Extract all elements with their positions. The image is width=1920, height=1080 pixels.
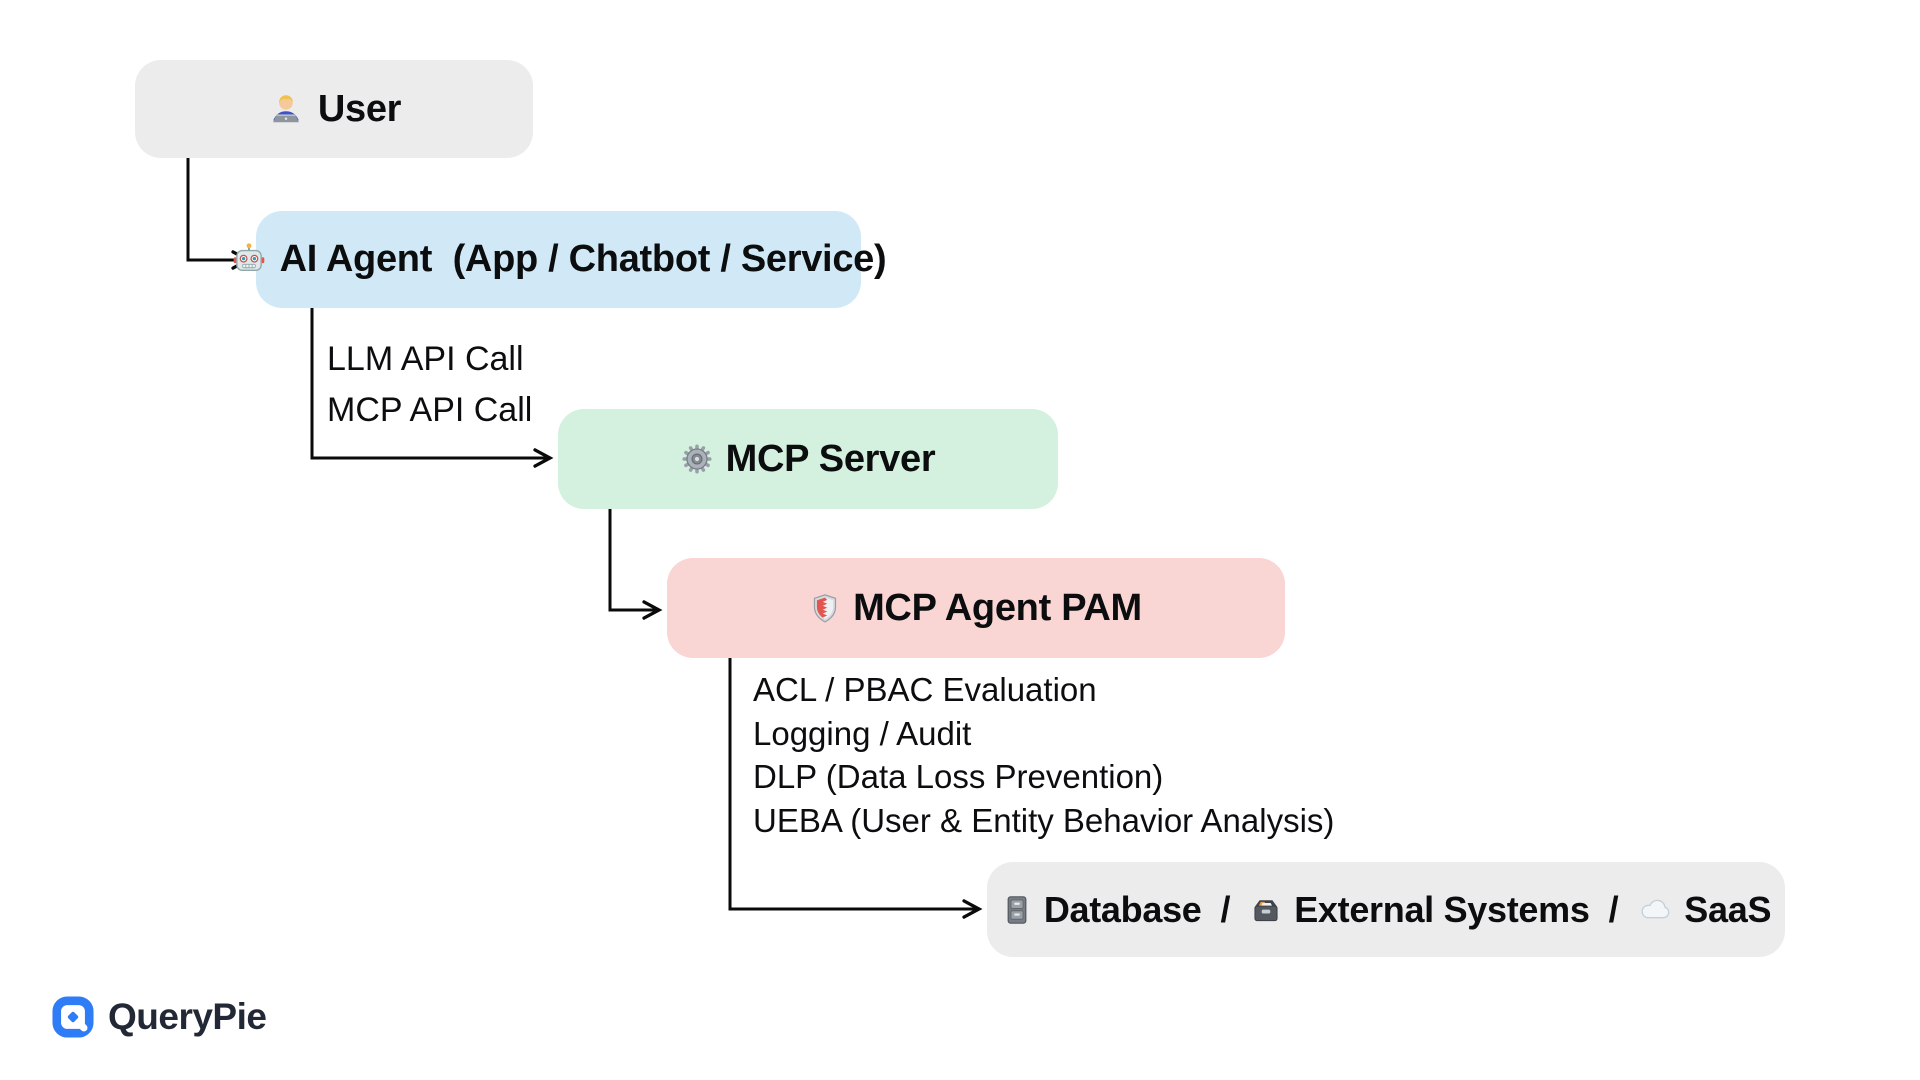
destination-separator: /: [1608, 888, 1619, 930]
gear-icon: [681, 443, 713, 475]
node-mcp-agent-pam: MCP Agent PAM: [667, 558, 1285, 658]
cloud-icon: [1637, 892, 1673, 928]
node-destinations: Database / External Systems / SaaS: [987, 862, 1785, 957]
node-destination-external-systems-label: External Systems: [1294, 888, 1590, 930]
node-mcp-agent-pam-label: MCP Agent PAM: [853, 586, 1142, 629]
shield-icon: [810, 593, 840, 623]
node-mcp-server: MCP Server: [558, 409, 1058, 509]
destination-separator: /: [1220, 888, 1231, 930]
node-mcp-server-label: MCP Server: [725, 437, 936, 480]
node-destination-saas-label: SaaS: [1684, 888, 1772, 930]
pam-capability-acl-pbac: ACL / PBAC Evaluation: [753, 671, 1097, 708]
node-ai-agent-label: AI Agent (App / Chatbot / Service): [279, 238, 887, 280]
node-user: User: [135, 60, 533, 158]
edge-label-llm-api-call: LLM API Call: [327, 340, 524, 378]
man-technologist-icon: [267, 90, 305, 128]
file-cabinet-icon: [1001, 894, 1033, 926]
node-user-label: User: [317, 87, 402, 130]
querypie-logo: QueryPie: [52, 996, 267, 1038]
querypie-brand-text: QueryPie: [108, 996, 267, 1037]
querypie-logo-icon: [52, 996, 94, 1038]
ai-to-mcp-edge-labels: LLM API Call MCP API Call: [327, 334, 532, 436]
pam-capability-ueba: UEBA (User & Entity Behavior Analysis): [753, 801, 1335, 839]
node-destination-database-label: Database: [1043, 888, 1202, 930]
pam-capability-logging-audit: Logging / Audit: [753, 714, 972, 752]
pam-capability-labels: ACL / PBAC Evaluation Logging / Audit DL…: [753, 668, 1334, 842]
arrow-mcp-server-to-pam: [608, 509, 663, 620]
node-ai-agent: AI Agent (App / Chatbot / Service): [233, 211, 887, 308]
robot-icon: [231, 242, 267, 278]
edge-label-mcp-api-call: MCP API Call: [327, 391, 533, 429]
pam-capability-dlp: DLP (Data Loss Prevention): [753, 758, 1164, 795]
card-file-box-icon: [1249, 893, 1283, 927]
